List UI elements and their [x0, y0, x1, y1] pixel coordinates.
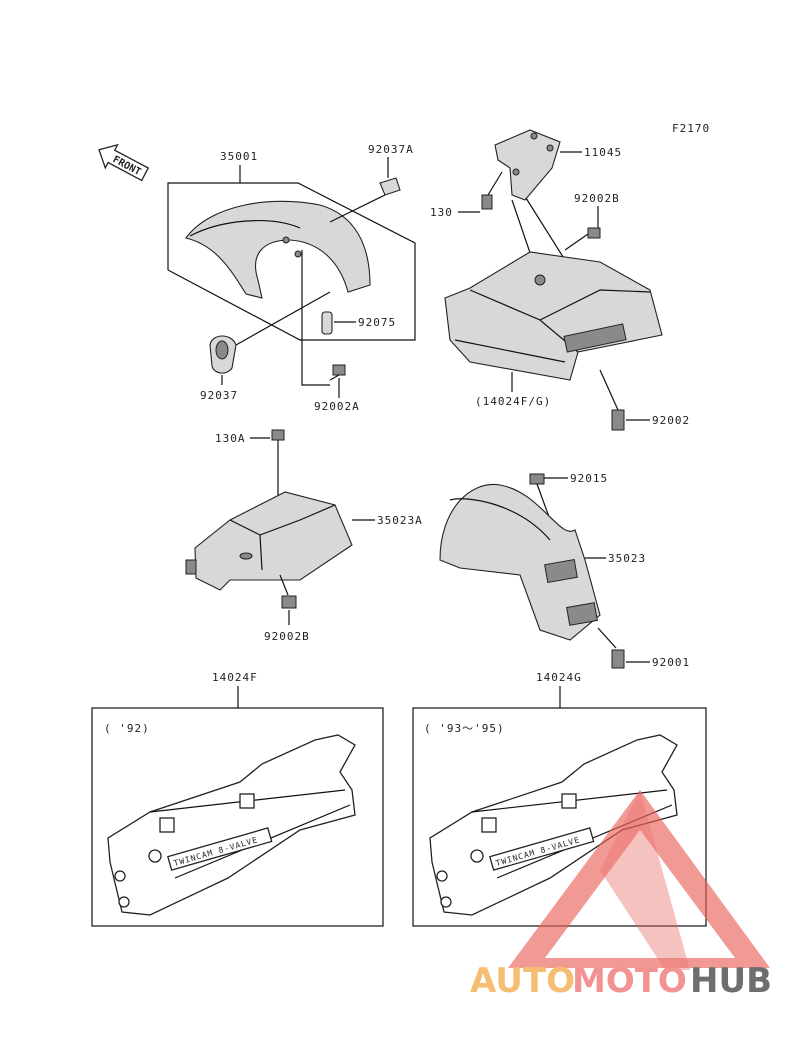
label-92002B-bottom: 92002B [264, 630, 310, 643]
front-fender [185, 200, 371, 299]
watermark-text-moto: MOTO [572, 961, 687, 1001]
label-35023: 35023 [608, 552, 646, 565]
note-93-95: ( '93～'95) [424, 722, 505, 735]
clip-92015 [529, 473, 545, 485]
label-92002: 92002 [652, 414, 690, 427]
label-92001: 92001 [652, 656, 690, 669]
rear-fender-group: 92015 35023 92001 [439, 472, 690, 669]
note-92: ( '92) [104, 722, 150, 735]
watermark-text-hub: HUB [690, 961, 772, 1001]
undercover-35023A [194, 491, 353, 591]
watermark-triangle-icon [508, 790, 770, 968]
label-92002B-top: 92002B [574, 192, 620, 205]
bolt-92002B [281, 595, 297, 609]
label-92002A: 92002A [314, 400, 360, 413]
cowl-side-14024G [429, 734, 678, 916]
panel-14024F: 14024F ( '92) TWINCAM 8-VALVE [91, 671, 384, 927]
figure-code: F2170 [672, 122, 710, 135]
label-92037A: 92037A [368, 143, 414, 156]
label-130A: 130A [215, 432, 246, 445]
label-92037: 92037 [200, 389, 238, 402]
label-130: 130 [430, 206, 453, 219]
cowl-side-14024F [107, 734, 356, 916]
label-14024FG: (14024F/G) [475, 395, 551, 408]
front-arrow-icon: FRONT [98, 143, 150, 182]
bolt-92002A [329, 364, 346, 381]
front-fender-group: 35001 92037A 92075 92037 92002A [167, 143, 416, 413]
bracket-11045 [494, 129, 561, 201]
label-35023A: 35023A [377, 514, 423, 527]
label-11045: 11045 [584, 146, 622, 159]
clip-92037A [379, 177, 401, 196]
label-92015: 92015 [570, 472, 608, 485]
bolt-92001 [611, 649, 625, 669]
label-92075: 92075 [358, 316, 396, 329]
undercover-group: 130A 35023A 92002B [185, 429, 423, 643]
watermark-text-auto: AUTO [470, 961, 575, 1001]
cowl-group: 11045 130 92002B (14024F/G) 92002 [430, 129, 690, 431]
label-14024F: 14024F [212, 671, 258, 684]
watermark-logo: AUTO MOTO HUB [470, 790, 772, 1001]
label-14024G: 14024G [536, 671, 582, 684]
rear-fender-35023 [439, 483, 601, 641]
tail-cowl [444, 251, 663, 381]
label-35001: 35001 [220, 150, 258, 163]
bolt-130A [271, 429, 285, 441]
spacer-92075 [321, 311, 333, 335]
